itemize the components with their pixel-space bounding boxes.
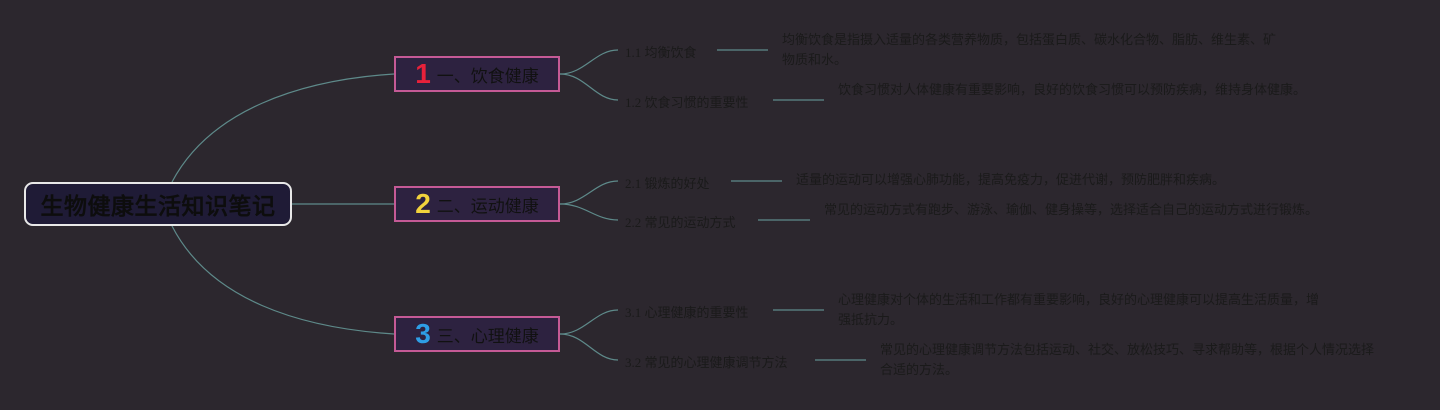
branch-number-badge: 2 — [415, 188, 431, 219]
branch-label: 二、运动健康 — [436, 196, 539, 217]
leaf-description: 心理健康对个体的生活和工作都有重要影响，良好的心理健康可以提高生活质量，增强抵抗… — [838, 293, 1320, 328]
leaf-diet-habits[interactable]: 1.2 饮食习惯的重要性 — [625, 95, 749, 110]
leaf-mental-methods[interactable]: 3.2 常见的心理健康调节方法 — [625, 355, 788, 370]
root-node[interactable]: 生物健康生活知识笔记 — [24, 182, 292, 226]
leaf-exercise-benefits[interactable]: 2.1 锻炼的好处 — [625, 176, 710, 191]
leaf-description: 常见的运动方式有跑步、游泳、瑜伽、健身操等，选择适合自己的运动方式进行锻炼。 — [824, 203, 1319, 218]
leaf-description: 常见的心理健康调节方法包括运动、社交、放松技巧、寻求帮助等，根据个人情况选择合适… — [880, 343, 1375, 378]
leaf-description: 适量的运动可以增强心肺功能，提高免疫力，促进代谢，预防肥胖和疾病。 — [796, 173, 1226, 188]
branch-mental-health[interactable]: 3 三、心理健康 — [394, 316, 560, 352]
leaf-mental-importance[interactable]: 3.1 心理健康的重要性 — [625, 305, 749, 320]
root-title: 生物健康生活知识笔记 — [40, 194, 276, 220]
branch-label: 一、饮食健康 — [436, 66, 539, 87]
leaf-description: 均衡饮食是指摄入适量的各类营养物质，包括蛋白质、碳水化合物、脂肪、维生素、矿物质… — [782, 33, 1277, 68]
branch-diet-health[interactable]: 1 一、饮食健康 — [394, 56, 560, 92]
branch-exercise-health[interactable]: 2 二、运动健康 — [394, 186, 560, 222]
branch-number-badge: 1 — [415, 58, 431, 89]
leaf-description: 饮食习惯对人体健康有重要影响，良好的饮食习惯可以预防疾病，维持身体健康。 — [838, 83, 1307, 98]
branch-number-badge: 3 — [415, 318, 431, 349]
branch-label: 三、心理健康 — [436, 326, 539, 347]
leaf-balanced-diet[interactable]: 1.1 均衡饮食 — [625, 45, 697, 60]
leaf-exercise-types[interactable]: 2.2 常见的运动方式 — [625, 215, 736, 230]
